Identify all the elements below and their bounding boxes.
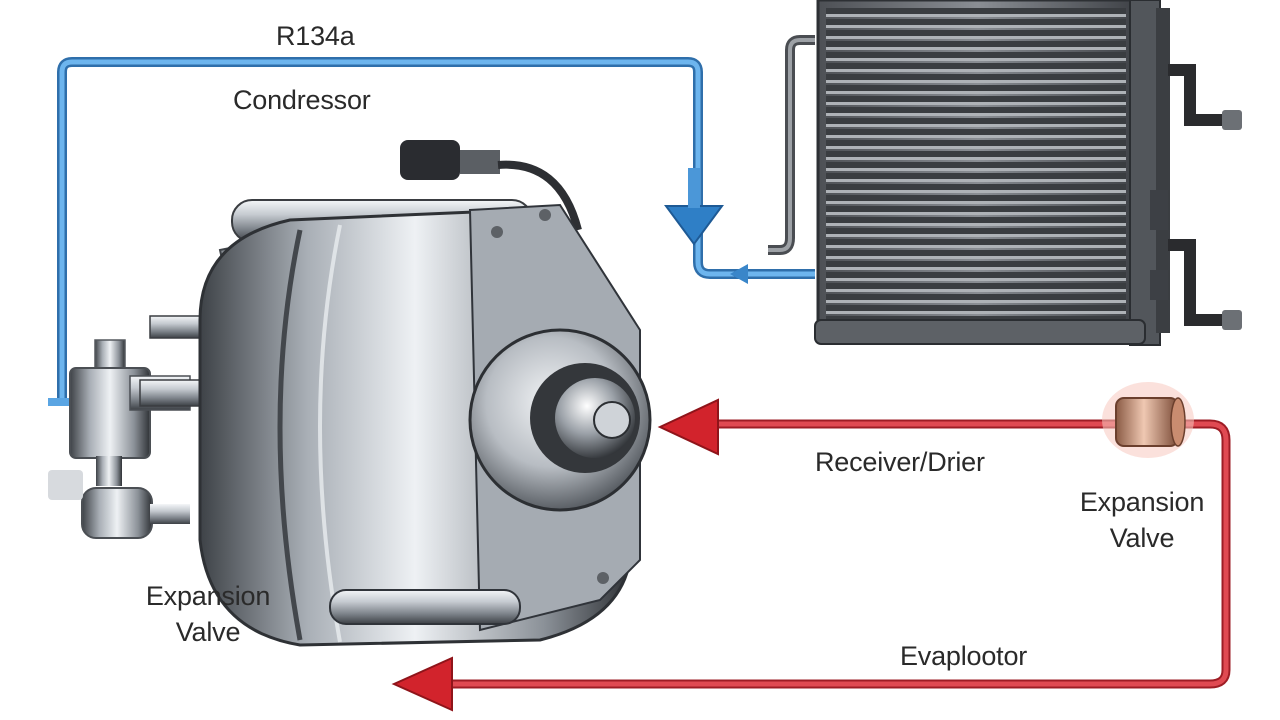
condenser-fin-highlight (826, 47, 1126, 50)
expansion-valve-right-line1: Expansion (1079, 487, 1205, 517)
condenser-fin-highlight (826, 223, 1126, 226)
flow-arrow-left-bottom-icon (391, 656, 453, 712)
condenser-fin (826, 206, 1126, 212)
condenser-fin (826, 217, 1126, 223)
condenser-fin (826, 19, 1126, 25)
condenser-fin (826, 129, 1126, 135)
condenser-fin (826, 118, 1126, 124)
condenser-fin (826, 162, 1126, 168)
flow-arrow-left-icon (657, 398, 719, 456)
condenser-fin-highlight (826, 146, 1126, 149)
flow-arrow-down-icon (664, 168, 748, 284)
condenser-fin-highlight (826, 190, 1126, 193)
condenser-fin (826, 283, 1126, 289)
condenser-fin-highlight (826, 256, 1126, 259)
condenser-fin-highlight (826, 168, 1126, 171)
condenser-fin-highlight (826, 58, 1126, 61)
receiver-drier-label: Receiver/Drier (815, 447, 985, 477)
condenser-fin-highlight (826, 179, 1126, 182)
condenser-fin-highlight (826, 289, 1126, 292)
refrigerant-label: R134a (276, 21, 355, 51)
condenser-fin-highlight (826, 157, 1126, 160)
condenser-fin-highlight (826, 311, 1126, 314)
condenser-fin (826, 41, 1126, 47)
evaporator-label: Evaplootor (900, 641, 1028, 671)
condenser-fin (826, 140, 1126, 146)
condenser-fin-highlight (826, 14, 1126, 17)
condenser-fin-highlight (826, 80, 1126, 83)
condenser-fin-highlight (826, 300, 1126, 303)
condenser-fin-highlight (826, 234, 1126, 237)
high-pressure-line (440, 419, 1231, 689)
condenser-fin-highlight (826, 124, 1126, 127)
condenser-fin (826, 239, 1126, 245)
condenser-fin (826, 272, 1126, 278)
condenser-fin-highlight (826, 201, 1126, 204)
condenser-fin-highlight (826, 25, 1126, 28)
receiver-drier-canister (1102, 382, 1194, 458)
condenser-fin (826, 74, 1126, 80)
condenser-fin (826, 96, 1126, 102)
condenser-fin (826, 173, 1126, 179)
condenser-fin (826, 250, 1126, 256)
condenser-fin (826, 184, 1126, 190)
condenser-fin-highlight (826, 135, 1126, 138)
expansion-valve-left-line2: Valve (175, 617, 241, 648)
expansion-valve-right-line2: Valve (1109, 523, 1175, 554)
condenser-fins (826, 8, 1126, 325)
condenser-fin (826, 228, 1126, 234)
condenser-fin (826, 85, 1126, 91)
expansion-valve-right-label: Expansion Valve (1064, 486, 1220, 555)
condenser-fin-highlight (826, 212, 1126, 215)
condenser-fin (826, 294, 1126, 300)
condenser-fin (826, 107, 1126, 113)
condenser-fin (826, 195, 1126, 201)
compressor (139, 140, 652, 647)
condenser-fin (826, 8, 1126, 14)
condenser-fin-highlight (826, 113, 1126, 116)
condenser-fin-highlight (826, 267, 1126, 270)
condenser-fin (826, 261, 1126, 267)
condenser-fin-highlight (826, 245, 1126, 248)
condenser-fin (826, 63, 1126, 69)
condenser-fin-highlight (826, 36, 1126, 39)
condenser-fin (826, 52, 1126, 58)
condenser-fin-highlight (826, 102, 1126, 105)
expansion-valve-left-line1: Expansion (145, 581, 271, 611)
condenser-fin-highlight (826, 91, 1126, 94)
condenser-fin-highlight (826, 69, 1126, 72)
condenser-fin (826, 305, 1126, 311)
condenser-fin (826, 151, 1126, 157)
compressor-label: Condressor (233, 85, 371, 115)
condenser (768, 0, 1242, 346)
condenser-fin (826, 30, 1126, 36)
expansion-valve-left-label: Expansion Valve (130, 580, 286, 649)
condenser-fin-highlight (826, 278, 1126, 281)
expansion-valve-fitting (48, 339, 191, 539)
